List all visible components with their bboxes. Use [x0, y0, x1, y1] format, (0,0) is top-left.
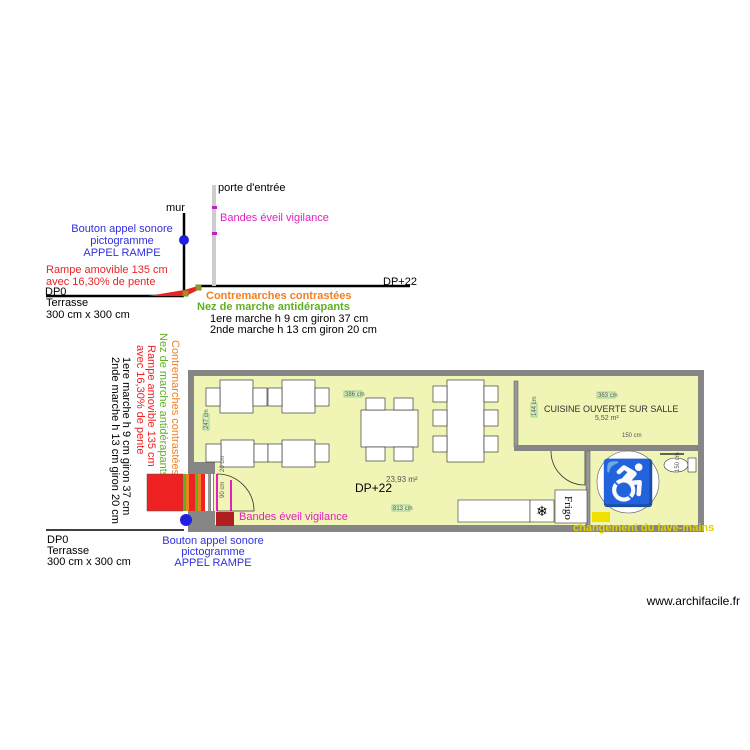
room-area: 23,93 m² — [386, 475, 418, 484]
ramp-block — [146, 473, 184, 512]
chair — [432, 385, 448, 403]
entry-door[interactable] — [216, 473, 255, 512]
wc-door[interactable] — [550, 450, 586, 486]
table — [360, 409, 419, 448]
vertical-notes: Contremarches contrastées Nez de marche … — [109, 333, 181, 524]
chair — [267, 387, 283, 407]
turning-circle — [596, 450, 660, 514]
level-low-label: DP0 — [45, 286, 66, 298]
chair — [483, 385, 499, 403]
dimension-tag: 386 cm — [345, 392, 365, 398]
room-level: DP+22 — [355, 481, 392, 495]
steps-label: 2nde marche h 13 cm giron 20 cm — [210, 324, 377, 336]
dimension-label: 90 cm — [220, 482, 226, 498]
alert-strip — [230, 480, 232, 511]
alert-strip — [216, 474, 218, 511]
terrace-label: Terrasse — [47, 545, 89, 557]
chair — [432, 435, 448, 453]
chair — [252, 387, 268, 407]
chair — [393, 446, 414, 462]
chair — [314, 443, 330, 463]
call-button-label: Bouton appel sonore — [71, 223, 173, 235]
alert-strip-mark — [212, 232, 217, 235]
ramp-label: Rampe amovible 135 cm — [145, 345, 157, 467]
wheelchair-icon: ♿ — [601, 458, 656, 508]
steps-label: 2nde marche h 13 cm giron 20 cm — [109, 357, 121, 524]
chair — [483, 409, 499, 427]
kitchen-area: 5,52 m² — [595, 415, 619, 422]
alert-strip-mark — [212, 206, 217, 209]
dining-tables — [205, 379, 499, 468]
changing-table-label: changement du lave-mains — [573, 522, 714, 534]
dimension-tag: 247 cm — [204, 409, 210, 429]
call-button-label: APPEL RAMPE — [174, 557, 251, 569]
chair — [314, 387, 330, 407]
risers-label: Contremarches contrastées — [206, 290, 352, 302]
chair — [432, 409, 448, 427]
chair — [205, 443, 222, 463]
level-low-label: DP0 — [47, 534, 68, 546]
chair — [365, 397, 386, 411]
call-button-label: Bouton appel sonore — [162, 535, 264, 547]
table — [281, 379, 316, 414]
alert-strips-label: Bandes éveil vigilance — [239, 511, 348, 523]
section-view: porte d'entrée mur Bandes éveil vigilanc… — [45, 182, 417, 336]
ramp-label: avec 16,30% de pente — [134, 345, 146, 454]
level-high-label: DP+22 — [383, 276, 417, 288]
chair — [393, 397, 414, 411]
alert-strips-label: Bandes éveil vigilance — [220, 212, 329, 224]
exit-sign-icon — [216, 512, 234, 526]
kitchen-name: CUISINE OUVERTE SUR SALLE — [544, 404, 678, 414]
wc-wall — [585, 450, 591, 526]
dimension-tag: 363 cm — [598, 393, 618, 399]
table — [446, 379, 485, 463]
dimension-label: 150 cm — [675, 452, 681, 472]
step-mark — [195, 284, 202, 291]
fridge — [554, 489, 588, 524]
watermark: www.archifacile.fr — [646, 594, 740, 608]
call-button-dot — [180, 514, 192, 526]
terrace-label: Terrasse — [46, 297, 88, 309]
snowflake-glyph: ❄ — [536, 503, 548, 519]
step-mark — [182, 290, 189, 297]
chair — [205, 387, 221, 407]
ramp-shape — [148, 286, 198, 296]
entry-steps — [146, 473, 232, 512]
call-button-label: pictogramme — [181, 546, 245, 558]
wall-label: mur — [166, 202, 185, 214]
chair — [267, 443, 283, 463]
fridge-label: Frigo — [562, 496, 574, 520]
steps-label: 1ere marche h 9 cm giron 37 cm — [120, 357, 132, 515]
dimension-tag: 144 cm — [532, 396, 538, 416]
call-button-label: APPEL RAMPE — [83, 247, 160, 259]
terrace-label: 300 cm x 300 cm — [47, 556, 131, 568]
table — [219, 379, 254, 414]
dimension-label: 150 cm — [622, 433, 642, 439]
nosings-label: Nez de marche antidérapants — [197, 301, 350, 313]
table — [220, 439, 255, 468]
dimension-tag: 813 cm — [393, 506, 413, 512]
counter — [457, 499, 531, 523]
ramp-label: avec 16,30% de pente — [46, 276, 155, 288]
table — [281, 439, 316, 468]
chair — [253, 443, 269, 463]
call-button-label: pictogramme — [90, 235, 154, 247]
kitchen-wall — [514, 445, 698, 451]
chair — [483, 435, 499, 453]
risers-label: Contremarches contrastées — [169, 340, 181, 476]
call-button-dot — [179, 235, 189, 245]
chair — [365, 446, 386, 462]
steps-label: 1ere marche h 9 cm giron 37 cm — [210, 313, 368, 325]
nosings-label: Nez de marche antidérapants — [157, 333, 169, 478]
terrace-label: 300 cm x 300 cm — [46, 309, 130, 321]
plan-view: ❄ Frigo ♿ 23,93 m² DP+22 CUISINE OUVERTE… — [46, 370, 714, 569]
kitchen-wall — [513, 380, 519, 448]
snowflake-icon — [529, 499, 555, 523]
ramp-label: Rampe amovible 135 cm — [46, 264, 168, 276]
dimension-label: 20 cm — [220, 456, 226, 472]
changing-table — [592, 512, 610, 522]
entrance-door-label: porte d'entrée — [218, 182, 286, 194]
